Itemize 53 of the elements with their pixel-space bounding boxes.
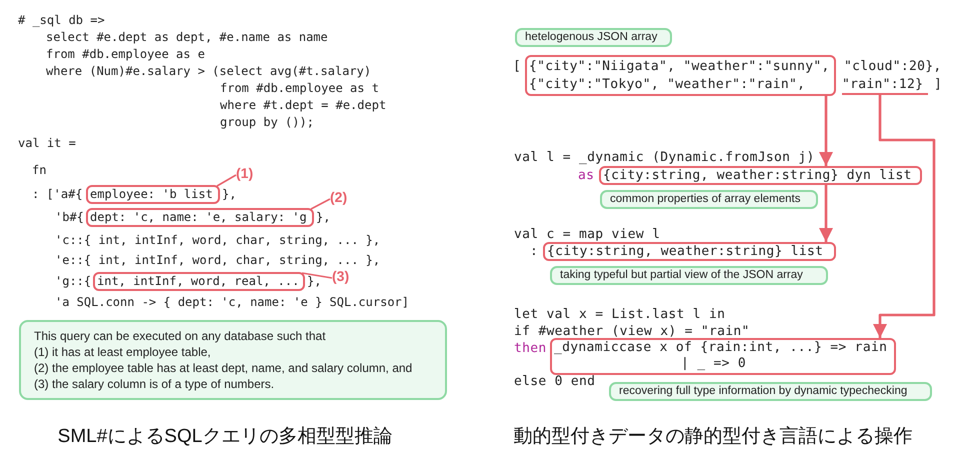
code-line: from #db.employee as e: [46, 46, 205, 63]
code-line: val c = map view l: [514, 226, 660, 244]
code-line: # _sql db =>: [18, 12, 105, 29]
annotation-box: recovering full type information by dynamic typechecking: [609, 382, 932, 401]
code-highlight-box: employee: 'b list: [86, 185, 220, 204]
note-box: This query can be executed on any database such that (1) it has at least employee table, (2) the employee table has at least dept, name, and salary column, and (3) the salary column is of a type of numbers.: [19, 320, 447, 400]
code-line: val it =: [18, 135, 76, 152]
leader-line: [310, 198, 330, 210]
code-highlight-box: {"city":"Niigata", "weather":"sunny", {"city":"Tokyo", "weather":"rain",: [525, 55, 836, 96]
code-line: where #t.dept = #e.dept: [220, 97, 386, 114]
code-line: 'g::{: [55, 273, 92, 290]
code-line: },: [222, 186, 236, 203]
arrow: [873, 95, 936, 338]
code-line: val l = _dynamic (Dynamic.fromJson j): [514, 149, 815, 167]
callout-number: (2): [330, 188, 358, 206]
callout-number: (3): [332, 267, 360, 285]
leader-line: [216, 174, 236, 187]
code-line: select #e.dept as dept, #e.name as name: [46, 29, 328, 46]
code-line: as: [578, 167, 594, 185]
code-line: },: [316, 209, 330, 226]
annotation-box: common properties of array elements: [600, 190, 818, 209]
code-line: else 0 end: [514, 373, 596, 391]
caption: 動的型付きデータの静的型付き言語による操作: [514, 425, 912, 449]
underlined-code: "rain":12}: [842, 76, 928, 95]
code-line: from #db.employee as t: [220, 80, 379, 97]
code-line: group by ());: [220, 114, 314, 131]
code-line: ]: [934, 76, 942, 94]
arrow: [819, 185, 833, 242]
code-line: "cloud":20},: [844, 58, 942, 76]
annotation-box: hetelogenous JSON array: [515, 28, 672, 47]
code-line: 'c::{ int, intInf, word, char, string, ... },: [55, 232, 380, 249]
code-line: [: [513, 58, 522, 76]
caption: SML#によるSQLクエリの多相型型推論: [58, 425, 392, 449]
code-line: 'e::{ int, intInf, word, char, string, ... },: [55, 252, 380, 269]
code-line: then: [514, 340, 547, 358]
code-line: 'b#{: [55, 209, 84, 226]
code-line: },: [307, 273, 322, 290]
code-line: :: [530, 243, 538, 261]
code-line: let val x = List.last l in: [514, 306, 726, 324]
annotation-box: taking typeful but partial view of the JSON array: [550, 266, 828, 285]
code-highlight-box: int, intInf, word, real, ...: [93, 272, 305, 291]
leader-line: [302, 272, 332, 279]
code-highlight-box: _dynamiccase x of {rain:int, ...} => rain | _ => 0: [550, 338, 896, 375]
code-highlight-box: {city:string, weather:string} dyn list: [599, 166, 922, 185]
callout-number: (1): [236, 164, 264, 182]
code-highlight-box: dept: 'c, name: 'e, salary: 'g: [86, 208, 314, 227]
arrow: [819, 96, 833, 166]
code-line: 'a SQL.conn -> { dept: 'c, name: 'e } SQL.cursor]: [55, 294, 410, 311]
code-line: where (Num)#e.salary > (select avg(#t.salary): [46, 63, 372, 80]
code-line: : ['a#{: [32, 186, 83, 203]
code-line: fn: [32, 162, 46, 179]
code-line: if #weather (view x) = "rain": [514, 323, 750, 341]
code-highlight-box: {city:string, weather:string} list: [543, 242, 836, 261]
